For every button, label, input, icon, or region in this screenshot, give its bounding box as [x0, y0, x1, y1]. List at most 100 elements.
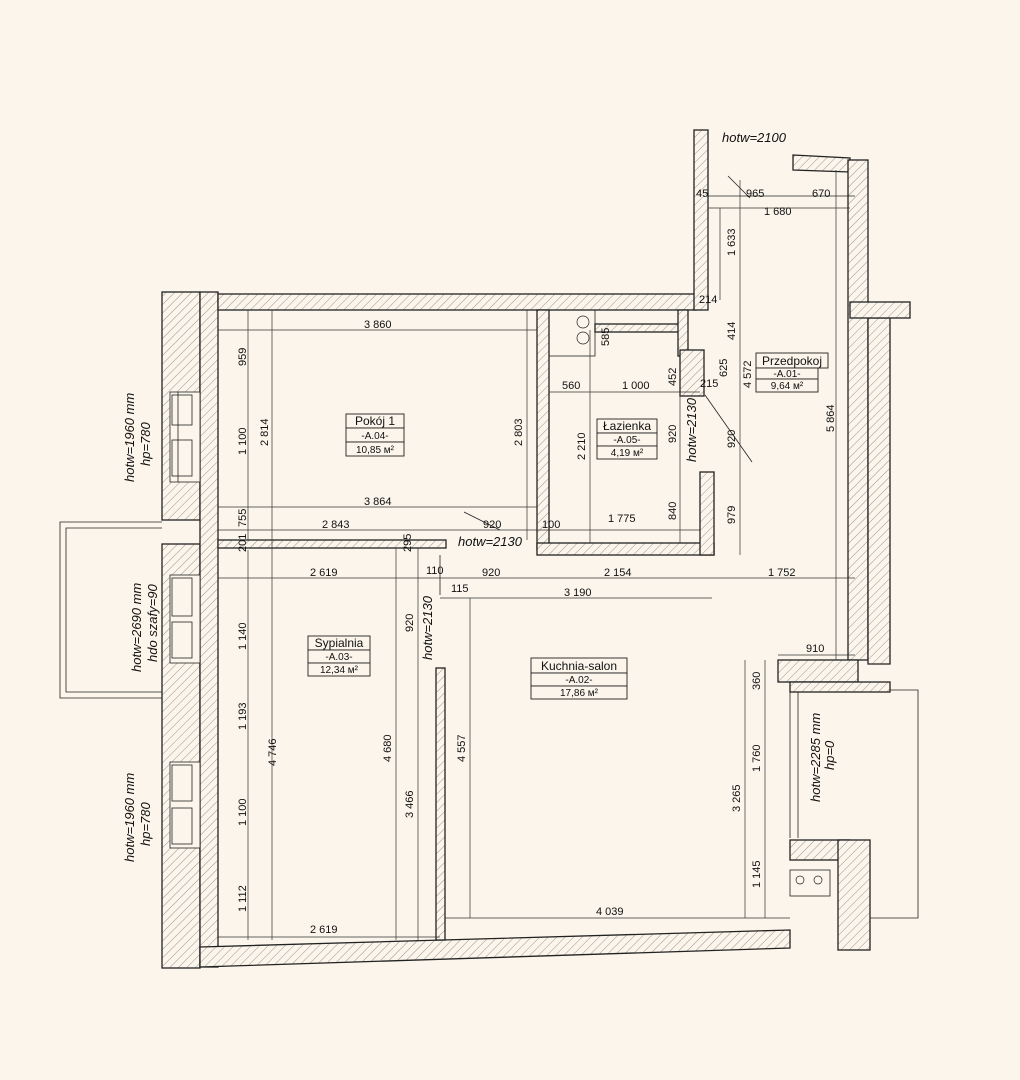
top-right-wall	[792, 154, 851, 173]
dim-label: 1 140	[237, 622, 249, 650]
dim-label: 1 145	[751, 860, 763, 888]
dim-label: 2 843	[322, 519, 350, 531]
dim-label: 965	[746, 188, 764, 200]
room-lazienka-code: -A.05-	[613, 435, 640, 446]
note-pokoj-door: hotw=2130	[458, 534, 523, 549]
note-entry-door: hotw=2100	[722, 130, 787, 145]
openings	[59, 175, 919, 919]
dim-label: 1 000	[622, 380, 650, 392]
note-window-bottom-a: hotw=1960 mm	[122, 773, 137, 862]
top-wall-pokoj	[217, 293, 697, 311]
dim-label: 201	[237, 534, 249, 552]
dim-label: 1 752	[768, 567, 796, 579]
dim-label: 920	[726, 430, 738, 448]
bottom-exterior-wall	[199, 929, 791, 968]
dim-label: 452	[667, 368, 679, 386]
note-balcony-a: hotw=2690 mm	[129, 583, 144, 672]
dim-label: 1 112	[237, 885, 249, 912]
note-window-top-a: hotw=1960 mm	[122, 393, 137, 482]
note-window-right-a: hotw=2285 mm	[808, 713, 823, 802]
room-kuchnia: Kuchnia-salon -A.02- 17,86 м²	[530, 657, 628, 700]
dim-label: 920	[483, 519, 501, 531]
room-kuchnia-name: Kuchnia-salon	[541, 659, 617, 673]
right-wall-upper	[847, 159, 869, 661]
dim-label: 3 265	[731, 784, 743, 812]
bathroom-bottom-wall	[536, 542, 715, 556]
dim-label: 214	[699, 294, 717, 306]
dim-label: 560	[562, 380, 580, 392]
dim-label: 585	[600, 328, 612, 346]
dim-label: 920	[667, 425, 679, 443]
dim-label: 670	[812, 188, 830, 200]
right-lower-block-top	[777, 659, 859, 683]
dim-label: 1 760	[751, 744, 763, 772]
dim-label: 2 619	[310, 567, 338, 579]
dim-label: 920	[482, 567, 500, 579]
room-lazienka-area: 4,19 м²	[611, 448, 644, 459]
room-przedpokoj-area: 9,64 м²	[771, 381, 804, 392]
dim-label: 2 619	[310, 924, 338, 936]
room-sypialnia-area: 12,34 м²	[320, 665, 359, 676]
room-przedpokoj-name: Przedpokoj	[762, 354, 822, 368]
dim-label: 1 100	[237, 427, 249, 455]
shaft-box	[679, 349, 705, 397]
dimension-labels: 45 965 670 1 680 1 633 214 414 4 572 625…	[237, 188, 837, 936]
right-outer-wall	[867, 317, 891, 665]
bathroom-left-wall	[536, 309, 550, 551]
dim-label: 3 466	[404, 790, 416, 818]
dim-label: 2 814	[259, 418, 271, 446]
right-lower-column	[837, 839, 871, 951]
dim-label: 1 775	[608, 513, 636, 525]
room-pokoj1-area: 10,85 м²	[356, 445, 395, 456]
dim-label: 1 633	[726, 228, 738, 256]
dim-label: 4 680	[382, 734, 394, 762]
dim-label: 45	[696, 188, 708, 200]
dim-label: 755	[237, 509, 249, 527]
dim-label: 110	[426, 565, 444, 577]
dim-label: 3 860	[364, 319, 392, 331]
note-window-bottom-b: hp=780	[138, 801, 153, 846]
dim-label: 215	[700, 378, 718, 390]
dim-label: 4 039	[596, 906, 624, 918]
note-window-right-b: hp=0	[822, 740, 837, 770]
dim-label: 3 864	[364, 496, 392, 508]
dim-label: 2 154	[604, 567, 632, 579]
dim-label: 295	[402, 534, 414, 552]
dim-label: 1 680	[764, 206, 792, 218]
entry-wall	[693, 129, 709, 311]
dim-label: 115	[451, 583, 469, 595]
dim-label: 1 193	[237, 702, 249, 730]
dim-label: 959	[237, 348, 249, 366]
dim-label: 840	[667, 502, 679, 520]
dim-label: 3 190	[564, 587, 592, 599]
room-kuchnia-code: -A.02-	[565, 675, 592, 686]
room-pokoj1: Pokój 1 -A.04- 10,85 м²	[345, 413, 405, 457]
room-przedpokoj-code: -A.01-	[773, 369, 800, 380]
note-balcony-b: hdo szafy=90	[145, 584, 160, 662]
height-notes: hotw=2100 hotw=2130 hotw=2130 hotw=2130 …	[122, 130, 837, 862]
shaft-wall	[677, 309, 689, 357]
dim-label: 100	[542, 519, 560, 531]
note-bath-door: hotw=2130	[684, 397, 699, 462]
room-sypialnia-name: Sypialnia	[315, 636, 364, 650]
walls	[161, 129, 911, 969]
dim-label: 4 746	[267, 738, 279, 766]
room-kuchnia-area: 17,86 м²	[560, 688, 599, 699]
partition-sypialnia-kuchnia	[435, 667, 446, 941]
dim-label: 1 100	[237, 798, 249, 826]
dim-label: 4 572	[742, 360, 754, 388]
partition-pokoj-sypialnia	[217, 539, 447, 549]
room-lazienka-name: Łazienka	[603, 419, 651, 433]
right-wall-shelf	[849, 301, 911, 319]
right-balcony-wall	[789, 681, 891, 693]
note-sypialnia-door: hotw=2130	[420, 595, 435, 660]
bathroom-right-wall	[699, 471, 715, 556]
dim-label: 360	[751, 672, 763, 690]
dim-label: 414	[726, 322, 738, 340]
dim-label: 2 803	[513, 418, 525, 446]
dim-label: 920	[404, 614, 416, 632]
dim-label: 2 210	[576, 432, 588, 460]
left-inner-wall	[199, 291, 219, 968]
room-sypialnia: Sypialnia -A.03- 12,34 м²	[307, 635, 371, 677]
